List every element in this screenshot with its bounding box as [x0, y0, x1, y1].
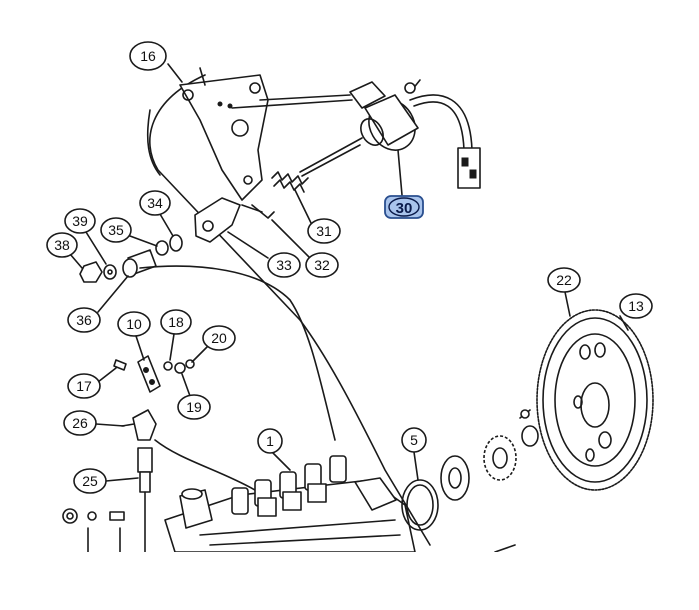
callout-39-label: 39	[72, 213, 88, 229]
callout-26[interactable]: 26	[63, 410, 125, 436]
spring	[271, 171, 309, 193]
callout-16-label: 16	[140, 48, 156, 64]
drive-hub	[440, 409, 539, 501]
callout-18-label: 18	[168, 314, 184, 330]
callout-17-label: 17	[76, 378, 92, 394]
callout-18[interactable]: 18	[160, 309, 192, 361]
callout-35-label: 35	[108, 222, 124, 238]
callout-31[interactable]: 31	[294, 189, 341, 244]
callout-38[interactable]: 38	[46, 232, 83, 269]
fittings-row	[79, 234, 336, 441]
callout-13-label: 13	[628, 298, 644, 314]
callout-1-label: 1	[266, 433, 274, 449]
bottom-margin	[0, 552, 699, 610]
callout-35[interactable]: 35	[100, 217, 158, 247]
callout-13[interactable]: 13	[619, 293, 653, 331]
callout-22[interactable]: 22	[547, 267, 581, 317]
injection-pump	[164, 455, 416, 553]
callout-20[interactable]: 20	[191, 325, 236, 363]
callout-31-label: 31	[316, 223, 332, 239]
callout-20-label: 20	[211, 330, 227, 346]
callout-38-label: 38	[54, 237, 70, 253]
callout-10-label: 10	[126, 316, 142, 332]
callout-32-label: 32	[314, 257, 330, 273]
callout-19[interactable]: 19	[177, 373, 211, 420]
callout-25[interactable]: 25	[73, 468, 139, 494]
callouts: 16 30 34 39 38	[46, 41, 653, 494]
callout-10[interactable]: 10	[117, 311, 151, 361]
callout-39[interactable]: 39	[64, 208, 107, 265]
callout-30[interactable]: 30	[384, 149, 424, 219]
callout-17[interactable]: 17	[67, 367, 117, 399]
callout-30-label: 30	[396, 200, 413, 217]
line-art	[62, 67, 654, 553]
callout-36[interactable]: 36	[67, 275, 129, 333]
callout-34[interactable]: 34	[139, 190, 174, 237]
callout-5[interactable]: 5	[401, 427, 427, 481]
callout-16[interactable]: 16	[129, 41, 183, 83]
small-bracket	[113, 355, 195, 393]
callout-32[interactable]: 32	[271, 219, 339, 278]
shutoff-solenoid	[231, 79, 481, 189]
bracket-plate	[179, 67, 269, 201]
callout-33[interactable]: 33	[227, 231, 301, 278]
elbow-and-pipe	[121, 409, 256, 553]
callout-26-label: 26	[72, 415, 88, 431]
callout-25-label: 25	[82, 473, 98, 489]
callout-33-label: 33	[276, 257, 292, 273]
callout-22-label: 22	[556, 272, 572, 288]
callout-36-label: 36	[76, 312, 92, 328]
callout-5-label: 5	[410, 432, 418, 448]
callout-1[interactable]: 1	[257, 428, 291, 471]
bottom-fittings	[62, 508, 125, 553]
lever-arm	[194, 197, 275, 243]
timing-gear	[536, 309, 654, 491]
callout-19-label: 19	[186, 399, 202, 415]
o-ring	[401, 479, 439, 531]
housing-outline-2	[146, 109, 161, 176]
callout-34-label: 34	[147, 195, 163, 211]
